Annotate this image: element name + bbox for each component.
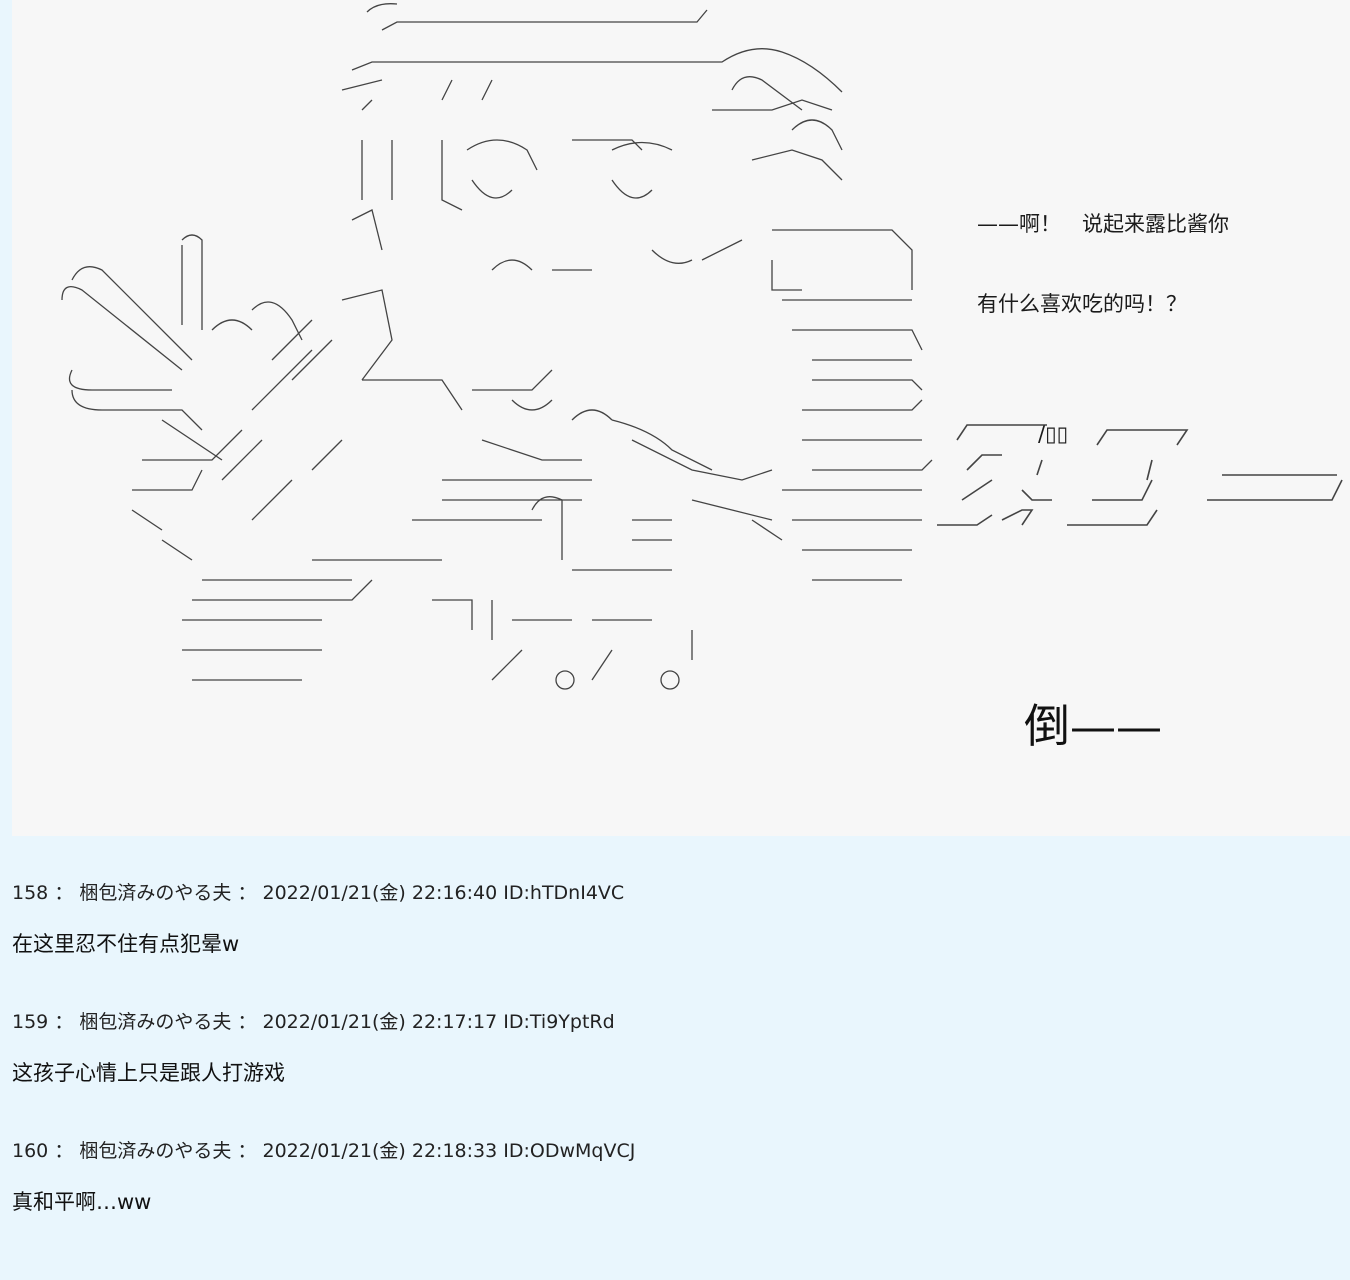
post-header: 160 ： 梱包済みのやる夫 ： 2022/01/21(金) 22:18:33 …	[12, 1134, 1332, 1168]
sfx-fragment: /▯▯	[1038, 422, 1069, 446]
post-body: 在这里忍不住有点犯晕w	[12, 932, 240, 956]
post: 160 ： 梱包済みのやる夫 ： 2022/01/21(金) 22:18:33 …	[12, 1134, 1332, 1263]
post-date: 2022/01/21(金) 22:17:17	[262, 1011, 498, 1033]
post-id: ID:Ti9YptRd	[503, 1011, 615, 1033]
post-date: 2022/01/21(金) 22:18:33	[262, 1140, 498, 1162]
post-separator: ：	[54, 1140, 74, 1162]
post-separator: ：	[237, 1140, 257, 1162]
post-author: 梱包済みのやる夫	[79, 1140, 232, 1162]
post-header: 159 ： 梱包済みのやる夫 ： 2022/01/21(金) 22:17:17 …	[12, 1005, 1332, 1039]
post: 158 ： 梱包済みのやる夫 ： 2022/01/21(金) 22:16:40 …	[12, 876, 1332, 1005]
post-header: 158 ： 梱包済みのやる夫 ： 2022/01/21(金) 22:16:40 …	[12, 876, 1332, 910]
post-body: 这孩子心情上只是跟人打游戏	[12, 1061, 285, 1085]
ascii-art-panel: ——啊！ 说起来露比酱你 有什么喜欢吃的吗！？ /▯▯ 倒——	[12, 0, 1350, 836]
post-separator: ：	[237, 1011, 257, 1033]
post-author: 梱包済みのやる夫	[79, 1011, 232, 1033]
dialogue-line-2: 有什么喜欢吃的吗！？	[977, 292, 1187, 316]
thread-posts: 158 ： 梱包済みのやる夫 ： 2022/01/21(金) 22:16:40 …	[12, 876, 1332, 1263]
post-body: 真和平啊…ww	[12, 1190, 152, 1214]
post-id: ID:ODwMqVCJ	[503, 1140, 636, 1162]
post-number[interactable]: 158	[12, 882, 49, 904]
post-author: 梱包済みのやる夫	[79, 882, 232, 904]
post-separator: ：	[54, 882, 74, 904]
post-separator: ：	[237, 882, 257, 904]
fall-text: 倒——	[1024, 699, 1162, 753]
dialogue-line-1: ——啊！ 说起来露比酱你	[977, 212, 1229, 236]
post-number[interactable]: 159	[12, 1011, 49, 1033]
post-id: ID:hTDnI4VC	[503, 882, 625, 904]
post-separator: ：	[54, 1011, 74, 1033]
post: 159 ： 梱包済みのやる夫 ： 2022/01/21(金) 22:17:17 …	[12, 1005, 1332, 1134]
ascii-art-illustration	[61, 3, 1343, 690]
post-date: 2022/01/21(金) 22:16:40	[262, 882, 498, 904]
post-number[interactable]: 160	[12, 1140, 49, 1162]
